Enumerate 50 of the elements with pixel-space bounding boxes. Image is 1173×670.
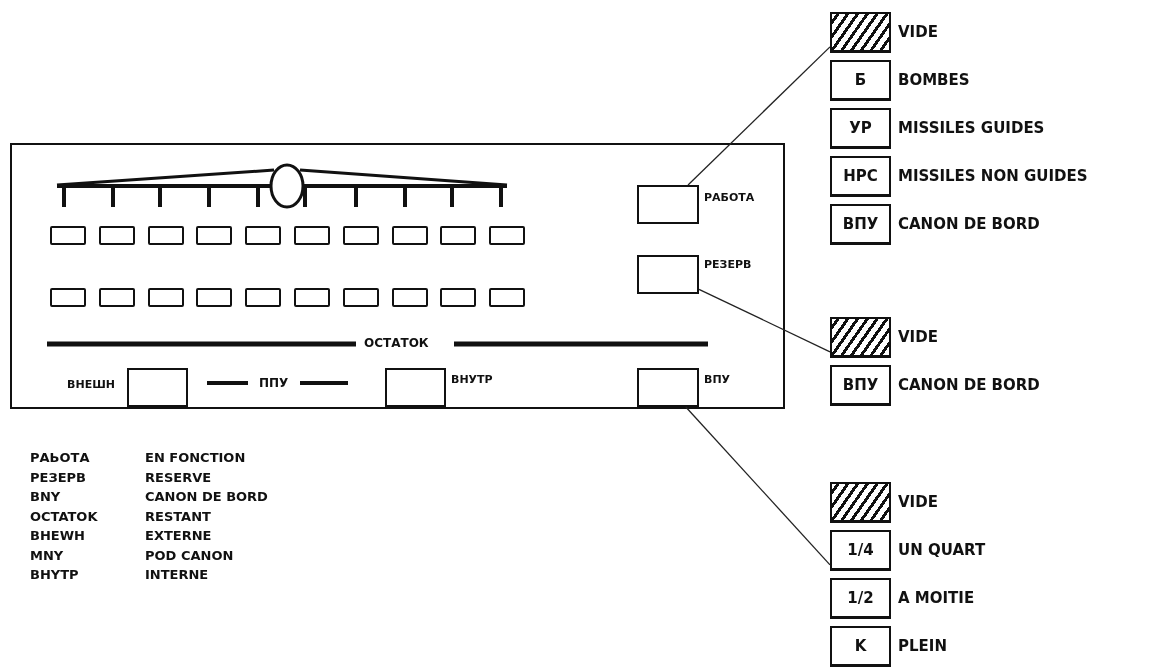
- legend-text: CANON DE BORD: [145, 489, 268, 504]
- symbol-caption: MISSILES GUIDES: [898, 119, 1045, 137]
- indicator-label: ВНЕШН: [67, 378, 115, 391]
- indicator-lamp: [489, 226, 526, 245]
- leader-line: [685, 406, 831, 566]
- indicator-lamp: [98, 288, 135, 307]
- indicator-lamp: [147, 288, 184, 307]
- indicator-lamp: [440, 226, 477, 245]
- indicator-lamp: [98, 226, 135, 245]
- indicator-lamp: [147, 226, 184, 245]
- indicator-lamp: [294, 226, 330, 245]
- indicator-lamp: [196, 288, 233, 307]
- symbol-caption: CANON DE BORD: [898, 376, 1040, 394]
- legend-text: BHEWH: [30, 528, 85, 543]
- symbol-caption: MISSILES NON GUIDES: [898, 167, 1088, 185]
- symbol-caption: PLEIN: [898, 637, 947, 655]
- indicator-lamp: [50, 288, 86, 307]
- indicator-label: РАБОТА: [704, 191, 755, 204]
- indicator-lamp: [391, 288, 428, 307]
- indicator-label: ВНУТР: [451, 373, 493, 386]
- indicator-lamp: [391, 226, 428, 245]
- symbol-caption: VIDE: [898, 23, 938, 41]
- legend-text: BNY: [30, 489, 61, 504]
- symbol-caption: UN QUART: [898, 541, 986, 559]
- symbol-caption: BOMBES: [898, 71, 970, 89]
- legend-text: РАЬОТА: [30, 450, 90, 465]
- section-label: ППУ: [259, 376, 289, 390]
- legend-text: INTERNE: [145, 567, 209, 582]
- symbol-caption: A MOITIE: [898, 589, 975, 607]
- indicator-lamp: [440, 288, 477, 307]
- section-label: ОСТАТОК: [364, 336, 429, 350]
- indicator-label: ВПУ: [704, 373, 731, 386]
- indicator-lamp: [342, 288, 379, 307]
- legend-text: BHYTP: [30, 567, 79, 582]
- indicator-lamp: [196, 226, 233, 245]
- symbol-caption: VIDE: [898, 328, 938, 346]
- indicator-lamp: [245, 288, 282, 307]
- indicator-label: РЕЗЕРВ: [704, 258, 752, 271]
- indicator-lamp: [342, 226, 379, 245]
- indicator-lamp: [245, 226, 282, 245]
- leader-line: [687, 46, 831, 186]
- indicator-lamp: [50, 226, 86, 245]
- instrument-panel: [10, 143, 785, 409]
- symbol-caption: VIDE: [898, 493, 938, 511]
- indicator-lamp: [294, 288, 330, 307]
- legend-text: EXTERNE: [145, 528, 212, 543]
- indicator-lamp: [489, 288, 526, 307]
- legend-text: EN FONCTION: [145, 450, 246, 465]
- symbol-caption: CANON DE BORD: [898, 215, 1040, 233]
- leader-line: [698, 288, 831, 353]
